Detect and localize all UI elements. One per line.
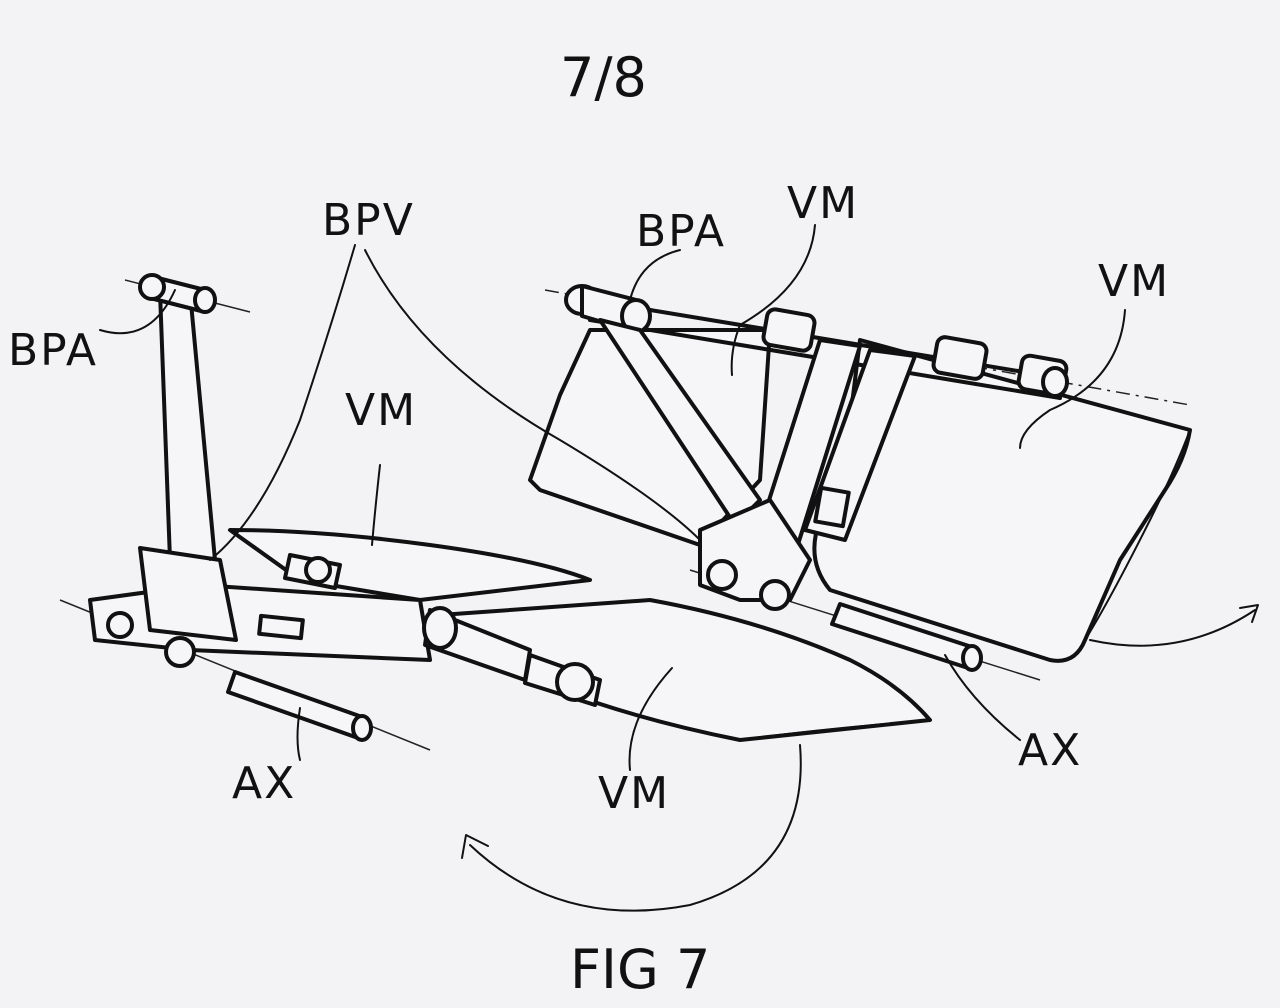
right-flap-left <box>528 328 772 547</box>
label-vm-left-upper: VM <box>345 385 417 436</box>
left-base-hole-1 <box>106 611 134 639</box>
left-assembly <box>59 273 932 912</box>
label-vm-right-upper: VM <box>787 178 859 229</box>
right-ax-shaft-end <box>961 644 983 672</box>
right-rotation-arrowhead <box>1239 604 1259 623</box>
left-upper-hinge-end <box>304 556 332 584</box>
left-bpa-post <box>158 290 217 562</box>
left-bpa-bearing-hole <box>193 286 217 314</box>
right-clevis-hole-2 <box>759 579 791 611</box>
label-bpa-left: BPA <box>8 325 98 376</box>
left-base-hole-2 <box>164 636 196 668</box>
right-rotation-arrow <box>1089 609 1256 647</box>
ax-right-leader <box>944 654 1021 741</box>
left-bpa-bearing-end <box>138 273 166 301</box>
labels: BPV BPA BPA VM VM VM VM AX AX <box>8 178 1170 819</box>
bpv-leader-right <box>364 249 701 541</box>
left-rotation-arrow <box>469 744 802 912</box>
label-ax-right: AX <box>1018 725 1082 776</box>
label-ax-left: AX <box>232 758 296 809</box>
right-flap-edge <box>1084 429 1191 641</box>
right-bpa-arm <box>598 318 762 527</box>
ax-left-leader <box>296 707 301 761</box>
leader-lines <box>99 224 1126 771</box>
right-flap-right <box>812 338 1192 663</box>
sheet-number: 7/8 <box>560 46 647 109</box>
label-bpa-right: BPA <box>636 206 726 257</box>
left-stop-block <box>257 613 305 641</box>
right-hinge-knuckle-2 <box>931 335 989 381</box>
right-stop-block <box>813 485 851 529</box>
left-ax-shaft-end <box>351 714 373 742</box>
vm-right-far-leader <box>1019 309 1126 449</box>
left-flap-lower <box>438 598 932 742</box>
left-bpa-bracket <box>138 546 238 642</box>
vm-right-upper-leader <box>730 224 816 376</box>
left-rotation-arrowhead <box>461 834 489 859</box>
left-flap-lower-edge <box>739 719 931 741</box>
label-vm-left-lower: VM <box>598 768 670 819</box>
label-vm-right-far: VM <box>1098 256 1170 307</box>
left-hinge-barrel-1-end <box>422 606 458 650</box>
label-bpv: BPV <box>322 195 415 246</box>
right-rod-end <box>1041 366 1069 398</box>
bpa-left-leader <box>99 289 176 335</box>
right-clevis-hole-1 <box>706 559 738 591</box>
vm-left-lower-leader <box>628 667 673 771</box>
bpv-leader-left <box>209 244 356 561</box>
bpa-right-leader <box>629 249 681 301</box>
right-assembly <box>528 284 1259 681</box>
right-hinge-knuckle-1 <box>761 307 817 353</box>
vm-left-upper-leader <box>371 464 381 546</box>
left-hinge-barrel-2-end <box>555 662 595 702</box>
figure-caption: FIG 7 <box>570 938 710 1001</box>
left-ax-shaft <box>226 670 367 740</box>
